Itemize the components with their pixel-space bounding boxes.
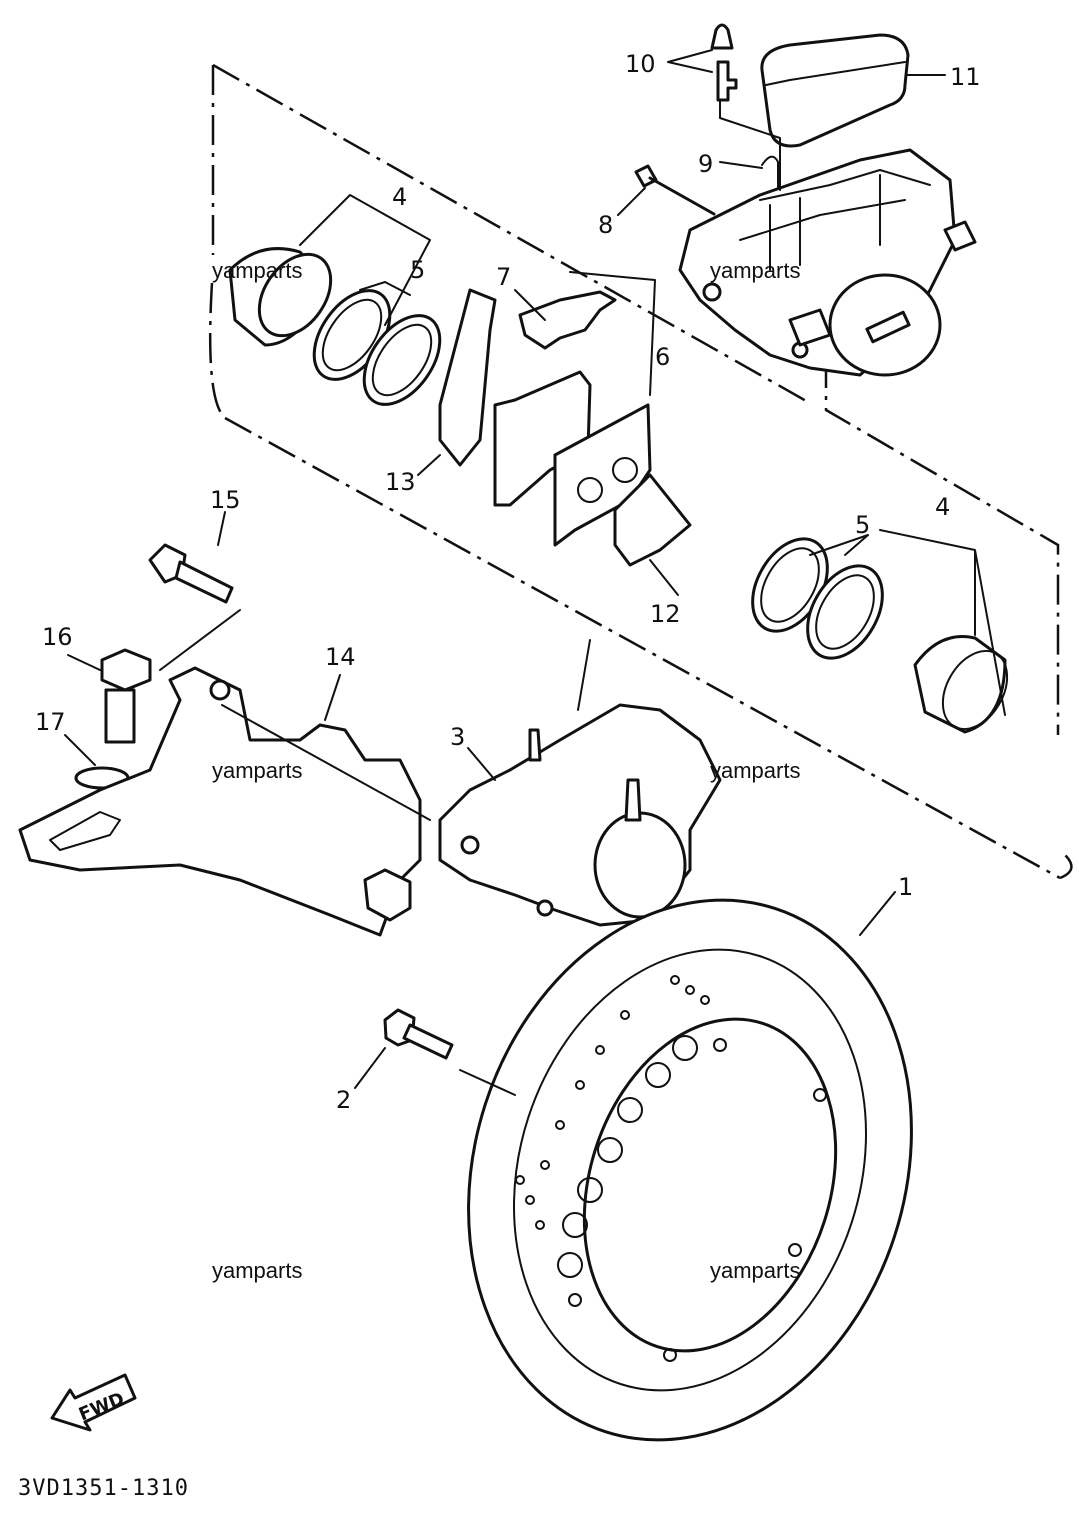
callout-16: 16 <box>42 623 73 651</box>
forward-direction-arrow-icon: FWD <box>50 1373 137 1432</box>
brake-disc-part-1 <box>467 898 913 1442</box>
caliper-part-3 <box>438 703 722 927</box>
callout-9: 9 <box>698 150 713 178</box>
watermark-text: yamparts <box>710 758 800 783</box>
callout-numbers: 1 2 3 4 4 5 5 6 7 8 9 10 11 12 13 14 15 … <box>35 50 981 1114</box>
watermark-text: yamparts <box>212 258 302 283</box>
exploded-group-outline <box>208 63 1073 880</box>
callout-13: 13 <box>385 468 416 496</box>
callout-7: 7 <box>496 263 511 291</box>
leader-lines <box>64 49 1006 1096</box>
callout-10: 10 <box>625 50 656 78</box>
diagram-code: 3VD1351-1310 <box>18 1476 189 1501</box>
watermarks: yamparts yamparts yamparts yamparts yamp… <box>212 258 800 1283</box>
brake-pad-part-6 <box>493 370 652 547</box>
caliper-bracket-part-14 <box>18 666 431 937</box>
disc-vent-holes <box>515 975 827 1362</box>
watermark-text: yamparts <box>710 1258 800 1283</box>
callout-2: 2 <box>336 1086 351 1114</box>
callout-4-lower: 4 <box>935 493 950 521</box>
piston-part-4-lower <box>913 635 1009 734</box>
callout-6: 6 <box>655 343 670 371</box>
piston-part-4-upper <box>228 247 333 347</box>
caliper-assembly-exploded <box>678 33 977 377</box>
callout-4-upper: 4 <box>392 183 407 211</box>
callout-17: 17 <box>35 708 66 736</box>
callout-1: 1 <box>898 873 913 901</box>
callout-12: 12 <box>650 600 681 628</box>
seal-part-5-upper <box>312 289 442 406</box>
callout-5-upper: 5 <box>410 256 425 284</box>
seal-part-5-lower <box>751 537 884 660</box>
clip-part-9 <box>761 155 779 189</box>
shim-part-13 <box>438 288 497 467</box>
bolt-part-15 <box>148 543 234 604</box>
callout-11: 11 <box>950 63 981 91</box>
callout-15: 15 <box>210 486 241 514</box>
callout-14: 14 <box>325 643 356 671</box>
watermark-text: yamparts <box>212 1258 302 1283</box>
watermark-text: yamparts <box>212 758 302 783</box>
bleed-screw-part-10 <box>710 23 738 102</box>
watermark-text: yamparts <box>710 258 800 283</box>
callout-3: 3 <box>450 723 465 751</box>
shim-part-12 <box>613 473 692 567</box>
callout-8: 8 <box>598 211 613 239</box>
bolt-part-16 <box>100 648 152 744</box>
callout-5-lower: 5 <box>855 511 870 539</box>
pad-spring-part-7 <box>518 290 617 350</box>
disc-bolt-part-2 <box>383 1008 454 1060</box>
pad-pin-part-8 <box>634 164 716 216</box>
